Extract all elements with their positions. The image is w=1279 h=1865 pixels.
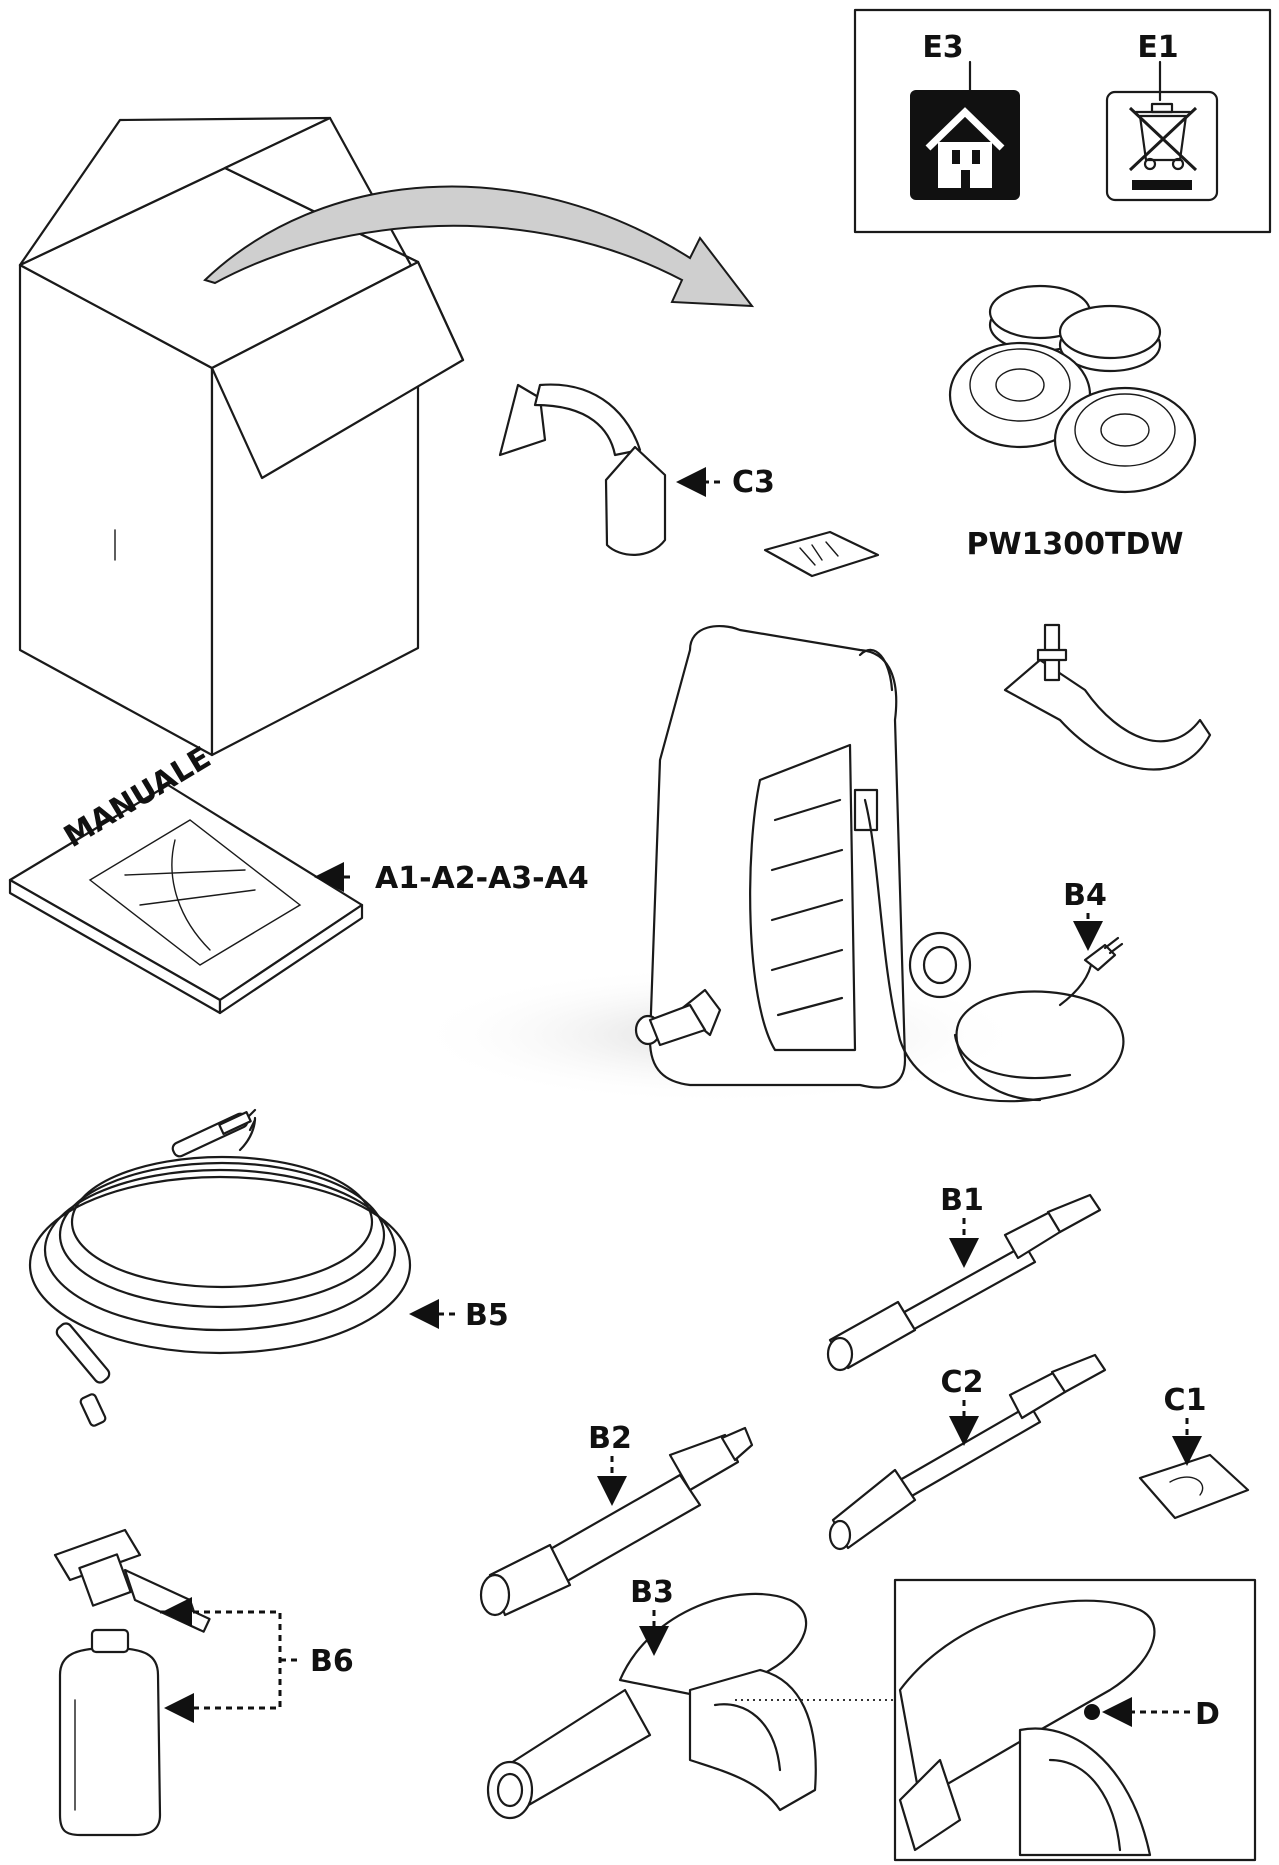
label-c2: C2 <box>941 1365 984 1400</box>
label-b3: B3 <box>630 1575 674 1610</box>
unpack-arrow <box>203 185 755 308</box>
weee-crossed-bin-icon <box>1105 90 1219 202</box>
handle-c3 <box>498 383 667 556</box>
house-icon <box>910 90 1020 200</box>
foam-bottle-b6 <box>53 1528 211 1837</box>
screws-bag <box>763 530 880 578</box>
turbo-lance-c2 <box>828 1353 1107 1551</box>
label-b5: B5 <box>465 1298 509 1333</box>
label-b1: B1 <box>940 1183 984 1218</box>
high-pressure-hose-b5 <box>28 1108 412 1427</box>
spray-gun-b3 <box>486 1592 817 1820</box>
lance-b2 <box>479 1426 754 1617</box>
lance-b1 <box>826 1193 1102 1372</box>
label-a-manuals: A1-A2-A3-A4 <box>375 861 589 896</box>
label-b4: B4 <box>1063 878 1107 913</box>
label-e1: E1 <box>1137 30 1178 65</box>
label-b2: B2 <box>588 1421 632 1456</box>
label-e3: E3 <box>922 30 963 65</box>
wheels-kit <box>948 284 1197 494</box>
symbols-box: E3 E1 <box>853 8 1272 234</box>
label-c3: C3 <box>732 465 775 500</box>
label-c1: C1 <box>1164 1383 1207 1418</box>
model-label: PW1300TDW <box>966 527 1183 562</box>
label-d: D <box>1195 1697 1220 1732</box>
b6-bracket <box>160 1610 282 1710</box>
accessory-bag-c1 <box>1138 1453 1250 1520</box>
power-cord-b4 <box>863 798 1125 1103</box>
zoom-detail-box <box>893 1578 1257 1862</box>
pressure-washer-body <box>634 624 972 1089</box>
wheel-bracket <box>1003 623 1212 771</box>
label-b6: B6 <box>310 1644 354 1679</box>
manual-booklet: MANUALE <box>8 740 364 1015</box>
